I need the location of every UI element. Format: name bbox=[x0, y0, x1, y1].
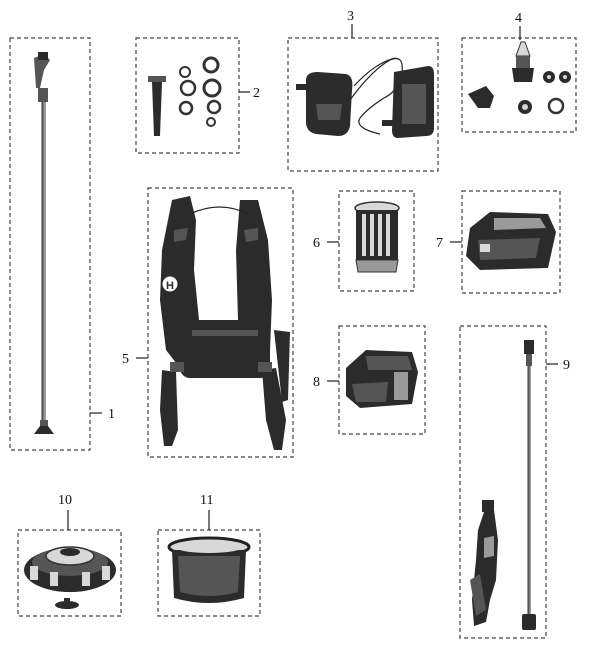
part-6[interactable]: 6 bbox=[313, 190, 415, 292]
charger-icon bbox=[346, 350, 418, 408]
part-7-box bbox=[461, 190, 561, 294]
part-10-box bbox=[17, 529, 122, 617]
part-3[interactable]: 3 bbox=[287, 9, 439, 172]
svg-text:H: H bbox=[166, 280, 174, 292]
part-2-box bbox=[135, 37, 240, 154]
part-3-box bbox=[287, 37, 439, 172]
part-7[interactable]: 7 bbox=[436, 190, 561, 294]
part-6-label: 6 bbox=[313, 236, 320, 251]
part-8[interactable]: 8 bbox=[313, 325, 426, 435]
part-9[interactable]: 9 bbox=[459, 325, 570, 639]
part-2[interactable]: 2 bbox=[135, 37, 260, 154]
harness-icon: H bbox=[160, 196, 290, 450]
part-10[interactable]: 10 bbox=[17, 493, 122, 617]
part-5-label: 5 bbox=[122, 352, 129, 367]
part-8-box bbox=[338, 325, 426, 435]
brand-logo bbox=[162, 276, 178, 292]
spray-wand-icon bbox=[34, 52, 54, 434]
part-2-label: 2 bbox=[253, 86, 260, 101]
part-1-label: 1 bbox=[108, 407, 115, 422]
part-6-box bbox=[338, 190, 415, 292]
tank-cap-icon bbox=[24, 546, 116, 609]
part-10-label: 10 bbox=[58, 493, 72, 508]
part-4[interactable]: 4 bbox=[461, 11, 577, 133]
part-3-label: 3 bbox=[347, 9, 354, 24]
extension-wand-icon bbox=[470, 340, 536, 630]
part-11-label: 11 bbox=[200, 493, 213, 508]
filter-icon bbox=[354, 201, 400, 273]
part-7-label: 7 bbox=[436, 236, 443, 251]
nozzle-kit-icon bbox=[468, 41, 571, 115]
part-5-box bbox=[147, 187, 294, 458]
strainer-basket-icon bbox=[167, 536, 251, 603]
part-8-label: 8 bbox=[313, 375, 320, 390]
part-1[interactable]: 1 bbox=[9, 37, 115, 451]
part-5[interactable]: H 5 bbox=[122, 187, 294, 458]
part-1-box bbox=[9, 37, 91, 451]
part-9-box bbox=[459, 325, 547, 639]
seal-kit-icon bbox=[148, 56, 222, 136]
part-4-box bbox=[461, 37, 577, 133]
part-11[interactable]: 11 bbox=[157, 493, 261, 617]
part-4-label: 4 bbox=[515, 11, 522, 26]
power-adapter-icon bbox=[296, 57, 434, 138]
battery-icon bbox=[466, 212, 556, 270]
part-9-label: 9 bbox=[563, 358, 570, 373]
